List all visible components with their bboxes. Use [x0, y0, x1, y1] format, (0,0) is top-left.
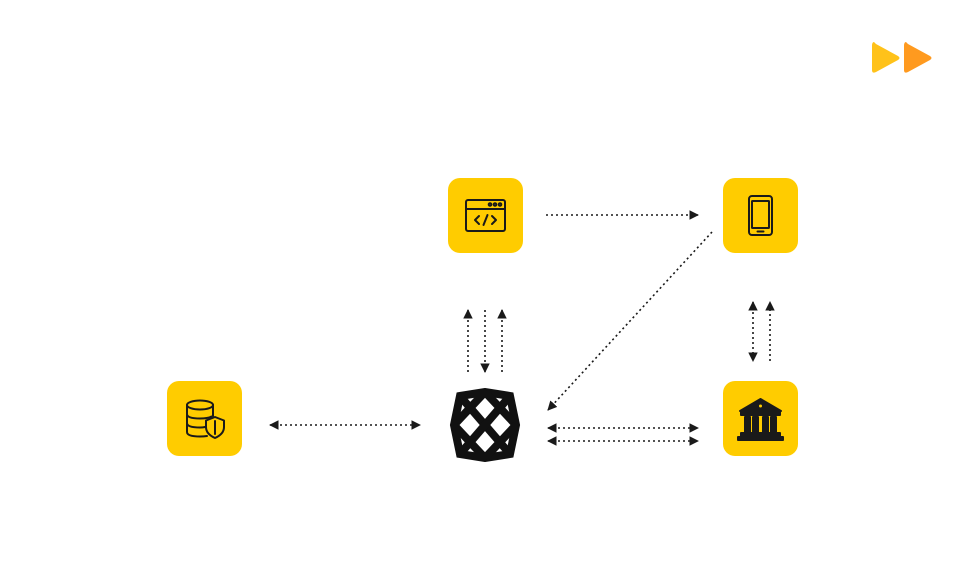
- fast-forward-logo-icon: [872, 42, 932, 73]
- smartphone-icon: [748, 195, 773, 236]
- connector-mobile-to-hub: [547, 231, 713, 411]
- code-window-icon: [465, 199, 506, 232]
- database-shield-icon: [186, 399, 225, 439]
- bank-building-icon: [737, 398, 784, 441]
- node-web-app: [448, 178, 523, 253]
- node-bank: [723, 381, 798, 456]
- node-mobile-app: [723, 178, 798, 253]
- node-secure-database: [167, 381, 242, 456]
- lattice-hub-logo-icon: [449, 388, 521, 462]
